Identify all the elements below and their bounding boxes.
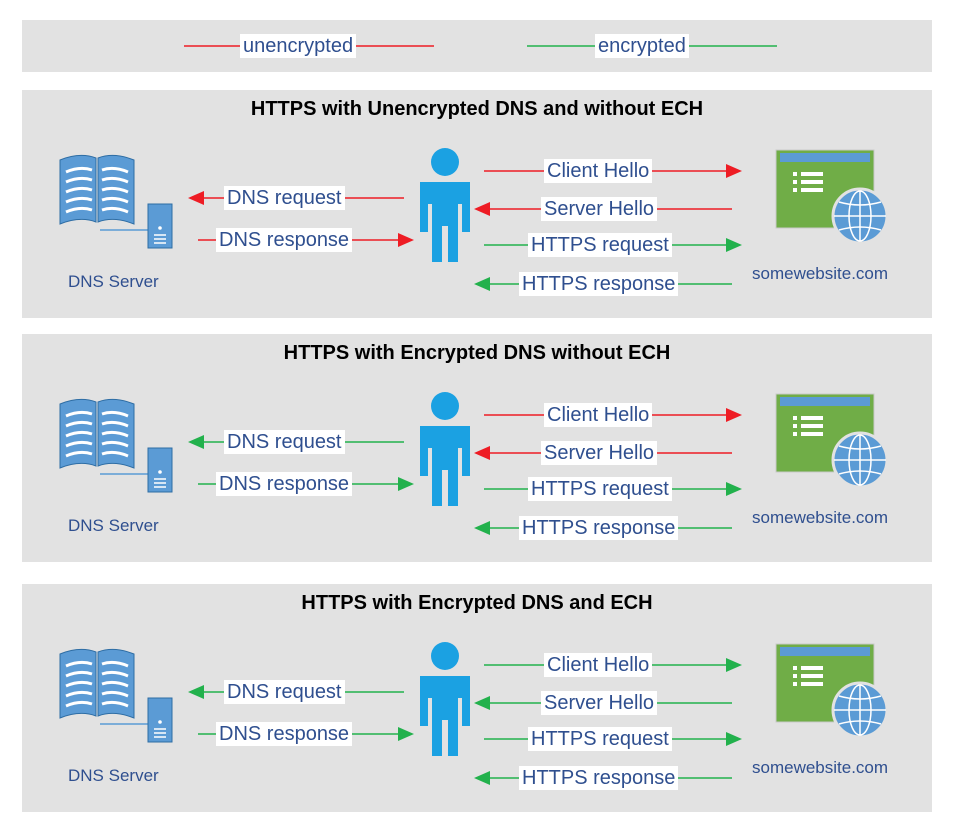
- dns-server-label: DNS Server: [68, 516, 159, 535]
- legend-unencrypted-label: unencrypted: [240, 34, 357, 58]
- server-hello-label: Server Hello: [541, 441, 658, 465]
- https-response-label: HTTPS response: [519, 766, 679, 790]
- website-label: somewebsite.com: [752, 758, 889, 777]
- legend: unencrypted encrypted: [22, 20, 932, 72]
- dns-server-tower-icon: [147, 697, 173, 743]
- website-icon: [775, 643, 889, 739]
- https-response-label: HTTPS response: [519, 272, 679, 296]
- dns-response-label: DNS response: [216, 472, 353, 496]
- dns-server-book-icon: [59, 398, 150, 475]
- server-hello-label: Server Hello: [541, 691, 658, 715]
- client-hello-label: Client Hello: [544, 653, 653, 677]
- https-response-arrow-head: [474, 277, 490, 291]
- website-icon: [775, 149, 889, 245]
- client-hello-arrow-head: [726, 408, 742, 422]
- https-request-label: HTTPS request: [528, 727, 672, 751]
- panel-unencrypted-dns-no-ech: HTTPS with Unencrypted DNS and without E…: [22, 90, 932, 318]
- https-request-arrow-head: [726, 732, 742, 746]
- https-response-arrow-head: [474, 771, 490, 785]
- dns-request-label: DNS request: [224, 186, 345, 210]
- website-label: somewebsite.com: [752, 264, 889, 283]
- dns-server-book-icon: [59, 648, 150, 725]
- dns-server-tower-icon: [147, 447, 173, 493]
- https-request-arrow-head: [726, 238, 742, 252]
- panel-title: HTTPS with Encrypted DNS without ECH: [283, 342, 671, 364]
- dns-response-arrow-head: [398, 727, 414, 741]
- dns-server-book-icon: [59, 154, 150, 231]
- dns-server-label: DNS Server: [68, 272, 159, 291]
- dns-server-label: DNS Server: [68, 766, 159, 785]
- server-hello-label: Server Hello: [541, 197, 658, 221]
- https-request-label: HTTPS request: [528, 233, 672, 257]
- https-request-label: HTTPS request: [528, 477, 672, 501]
- panel-title: HTTPS with Encrypted DNS and ECH: [301, 592, 653, 614]
- person-icon: [420, 642, 470, 756]
- https-response-arrow-head: [474, 521, 490, 535]
- server-hello-arrow-head: [474, 446, 490, 460]
- dns-request-arrow-head: [188, 435, 204, 449]
- person-icon: [420, 392, 470, 506]
- https-request-arrow-head: [726, 482, 742, 496]
- panel-encrypted-dns-and-ech: HTTPS with Encrypted DNS and ECH: [22, 584, 932, 812]
- legend-encrypted-label: encrypted: [595, 34, 689, 58]
- legend-lines: [184, 45, 777, 47]
- dns-server-tower-icon: [147, 203, 173, 249]
- website-icon: [775, 393, 889, 489]
- person-icon: [420, 148, 470, 262]
- dns-response-arrow-head: [398, 477, 414, 491]
- dns-response-label: DNS response: [216, 228, 353, 252]
- dns-request-arrow-head: [188, 191, 204, 205]
- client-hello-label: Client Hello: [544, 403, 653, 427]
- client-hello-label: Client Hello: [544, 159, 653, 183]
- flow-arrows: [59, 642, 889, 785]
- dns-request-arrow-head: [188, 685, 204, 699]
- panel-title: HTTPS with Unencrypted DNS and without E…: [250, 98, 704, 120]
- flow-arrows: [59, 148, 889, 291]
- client-hello-arrow-head: [726, 164, 742, 178]
- dns-request-label: DNS request: [224, 680, 345, 704]
- dns-response-arrow-head: [398, 233, 414, 247]
- dns-request-label: DNS request: [224, 430, 345, 454]
- server-hello-arrow-head: [474, 696, 490, 710]
- client-hello-arrow-head: [726, 658, 742, 672]
- dns-response-label: DNS response: [216, 722, 353, 746]
- panel-encrypted-dns-no-ech: HTTPS with Encrypted DNS without ECH: [22, 334, 932, 562]
- https-response-label: HTTPS response: [519, 516, 679, 540]
- server-hello-arrow-head: [474, 202, 490, 216]
- website-label: somewebsite.com: [752, 508, 889, 527]
